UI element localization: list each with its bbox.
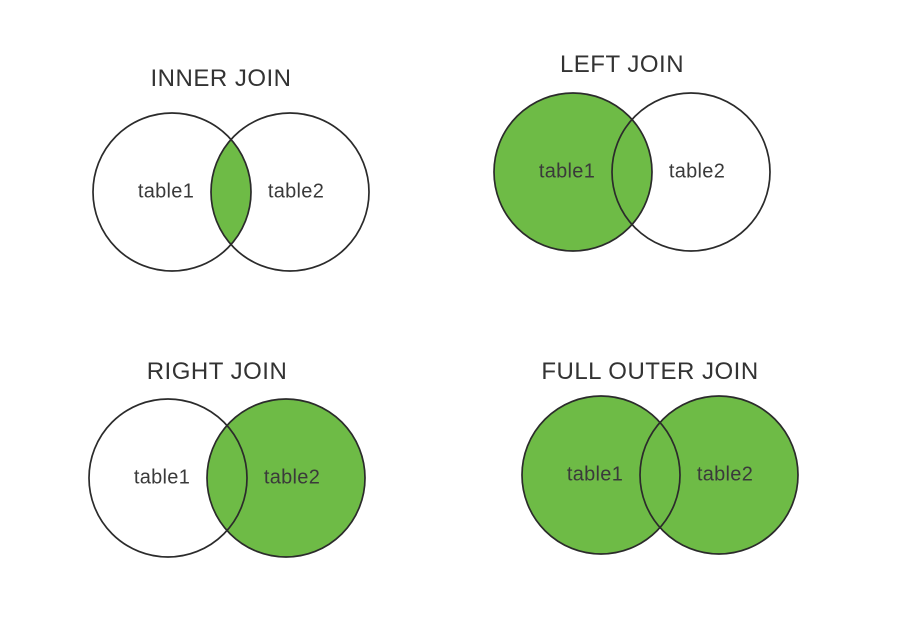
diagram-title: RIGHT JOIN bbox=[146, 358, 288, 385]
venn-figure: table1 table2 bbox=[71, 104, 371, 280]
table2-label: table2 bbox=[696, 463, 754, 486]
venn-circles-diagram bbox=[88, 398, 366, 558]
venn-figure: table1 table2 bbox=[472, 84, 772, 260]
diagram-title: LEFT JOIN bbox=[559, 51, 685, 78]
diagram-title: INNER JOIN bbox=[150, 65, 292, 92]
table1-label: table1 bbox=[133, 466, 191, 489]
venn-circles-diagram bbox=[493, 92, 771, 252]
venn-circles-diagram bbox=[521, 395, 799, 555]
venn-figure: table1 table2 bbox=[500, 387, 800, 563]
venn-figure: table1 table2 bbox=[67, 390, 367, 566]
venn-left-join: LEFT JOIN table1 table2 bbox=[462, 52, 782, 260]
venn-full-outer-join: FULL OUTER JOIN table1 table2 bbox=[490, 359, 810, 563]
venn-right-join: RIGHT JOIN table1 table2 bbox=[57, 359, 377, 566]
table2-label: table2 bbox=[267, 180, 325, 203]
venn-inner-join: INNER JOIN table1 table2 bbox=[61, 66, 381, 280]
diagram-title: FULL OUTER JOIN bbox=[541, 358, 759, 385]
venn-circles-diagram bbox=[92, 112, 370, 272]
table1-label: table1 bbox=[538, 160, 596, 183]
table1-label: table1 bbox=[137, 180, 195, 203]
table2-label: table2 bbox=[668, 160, 726, 183]
table2-label: table2 bbox=[263, 466, 321, 489]
table1-label: table1 bbox=[566, 463, 624, 486]
